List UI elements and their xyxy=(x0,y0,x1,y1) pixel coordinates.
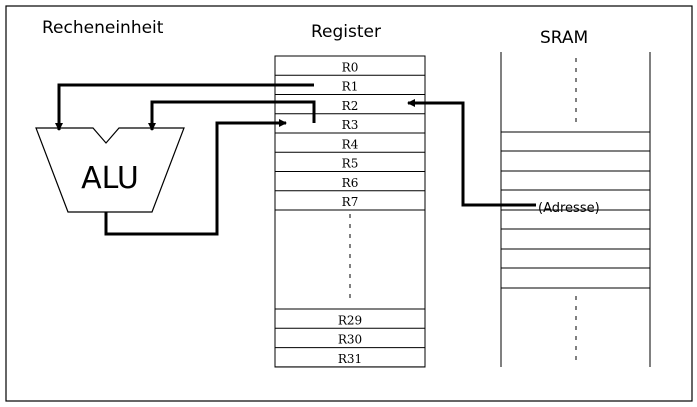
sram-cell-lines xyxy=(501,131,650,289)
register-label-r1: R1 xyxy=(342,80,359,94)
register-label-r6: R6 xyxy=(342,176,359,190)
path-alu-output-to-r3 xyxy=(104,119,287,236)
path-r1-to-alu-left-input xyxy=(55,83,314,131)
outer-frame xyxy=(5,5,693,402)
register-label-r0: R0 xyxy=(342,60,359,74)
register-label-r30: R30 xyxy=(338,333,362,347)
alu-label: ALU xyxy=(81,161,139,196)
title-register: Register xyxy=(311,22,381,42)
register-label-r31: R31 xyxy=(338,352,362,366)
path-sram-to-r2 xyxy=(407,99,536,207)
register-label-r2: R2 xyxy=(342,99,359,113)
register-label-r3: R3 xyxy=(342,118,359,132)
title-sram: SRAM xyxy=(540,28,588,48)
register-label-r29: R29 xyxy=(338,313,362,327)
sram-block: (Adresse) xyxy=(500,52,651,367)
path-r3-to-alu-right-input xyxy=(148,100,316,131)
register-label-r4: R4 xyxy=(342,137,359,151)
register-label-r5: R5 xyxy=(342,157,359,171)
title-recheneinheit: Recheneinheit xyxy=(42,18,164,38)
register-label-r7: R7 xyxy=(342,195,359,209)
sram-address-label: (Adresse) xyxy=(538,201,600,216)
